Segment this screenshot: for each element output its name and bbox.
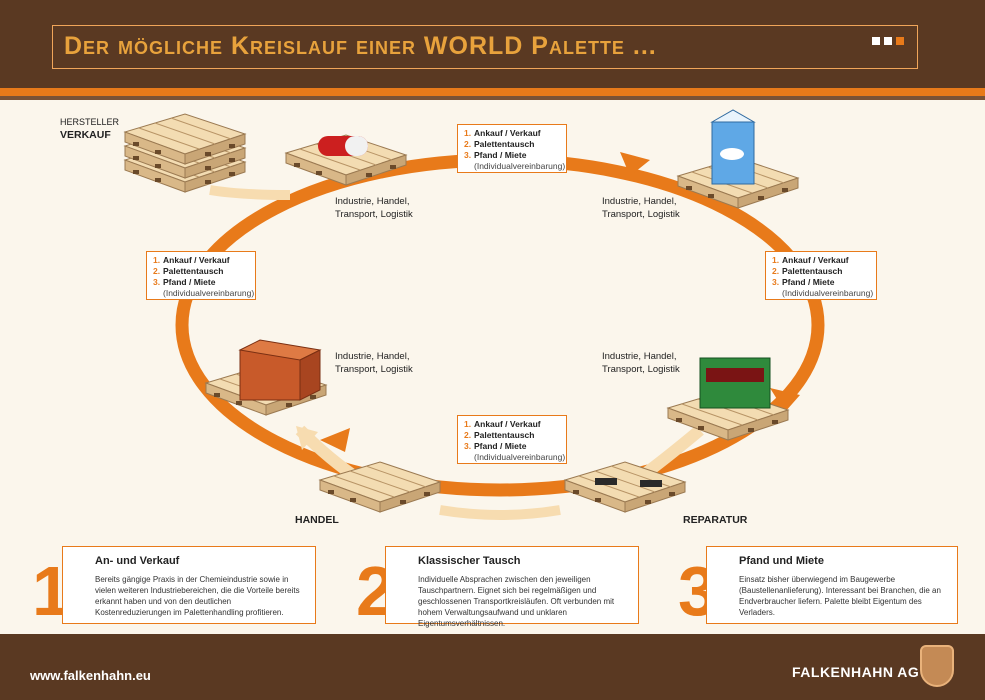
- card-2-title: Klassischer Tausch: [418, 555, 521, 567]
- footer-brand-name: FALKENHAHN AG: [792, 664, 920, 680]
- station-line: Industrie, Handel,: [335, 351, 410, 362]
- cycle-diagram: [124, 109, 825, 520]
- item-number: 2.: [153, 266, 161, 276]
- item-note: (Individualvereinbarung): [474, 161, 566, 171]
- item-label: Pfand / Miete: [163, 277, 216, 287]
- item-note: (Individualvereinbarung): [782, 288, 874, 298]
- item-label: Pfand / Miete: [474, 441, 527, 451]
- item-number: 2.: [772, 266, 780, 276]
- station-line: Industrie, Handel,: [335, 196, 410, 207]
- item-label: Palettentausch: [474, 139, 535, 149]
- item-label: Ankauf / Verkauf: [474, 128, 541, 138]
- card-1-text: Bereits gängige Praxis in der Chemieindu…: [95, 575, 300, 617]
- footer-website-link[interactable]: www.falkenhahn.eu: [30, 668, 151, 683]
- footer-bar: [0, 634, 985, 700]
- header-accent-stripe: [0, 88, 985, 96]
- station-line: Transport, Logistik: [602, 364, 680, 375]
- item-number: 1.: [772, 255, 780, 265]
- card-1-title: An- und Verkauf: [95, 555, 180, 567]
- repair-label: REPARATUR: [683, 514, 748, 526]
- item-label: Palettentausch: [782, 266, 843, 276]
- item-label: Ankauf / Verkauf: [474, 419, 541, 429]
- item-number: 3.: [772, 277, 780, 287]
- item-note: (Individualvereinbarung): [474, 452, 566, 462]
- station-label-bottom-left: Industrie, Handel, Transport, Logistik: [335, 350, 413, 376]
- seller-label-top: HERSTELLER: [60, 117, 120, 127]
- item-number: 1.: [464, 128, 472, 138]
- station-label-bottom-right: Industrie, Handel, Transport, Logistik: [602, 350, 680, 376]
- station-line: Transport, Logistik: [602, 209, 680, 220]
- card-3-text: Einsatz bisher überwiegend im Baugewerbe…: [739, 575, 941, 617]
- item-label: Ankauf / Verkauf: [782, 255, 849, 265]
- item-label: Pfand / Miete: [474, 150, 527, 160]
- pallet-with-bottle-crate: [667, 357, 789, 441]
- header-shadow-stripe: [0, 96, 985, 100]
- station-label-top-right: Industrie, Handel, Transport, Logistik: [602, 195, 680, 221]
- station-line: Transport, Logistik: [335, 364, 413, 375]
- brick-block-side: [299, 349, 321, 401]
- return-arrow-head: [296, 426, 318, 450]
- ring-arrow-head: [320, 428, 350, 452]
- decor-square-2: [884, 37, 892, 45]
- title-frame: [52, 25, 918, 69]
- return-arrow-seller: [209, 185, 291, 200]
- card-3-title: Pfand und Miete: [739, 555, 824, 567]
- bottle-crate: [699, 357, 771, 409]
- station-label-top-left: Industrie, Handel, Transport, Logistik: [335, 195, 413, 221]
- ring-arrow-head: [770, 388, 800, 412]
- item-number: 3.: [464, 441, 472, 451]
- flow-box-top: 1.Ankauf / Verkauf 2.Palettentausch 3.Pf…: [457, 124, 567, 173]
- station-line: Industrie, Handel,: [602, 196, 677, 207]
- card-pfand-und-miete: Pfand und Miete Einsatz bisher überwiege…: [706, 546, 958, 624]
- pallet-repair: [564, 461, 686, 513]
- decor-square-3: [896, 37, 904, 45]
- station-line: Industrie, Handel,: [602, 351, 677, 362]
- item-number: 1.: [464, 419, 472, 429]
- repair-gap-2: [640, 480, 662, 487]
- item-number: 2.: [464, 139, 472, 149]
- item-label: Pfand / Miete: [782, 277, 835, 287]
- repair-gap-1: [595, 478, 617, 485]
- trade-label: HANDEL: [295, 514, 339, 526]
- header-bar: [0, 0, 985, 92]
- flow-box-right: 1.Ankauf / Verkauf 2.Palettentausch 3.Pf…: [765, 251, 877, 300]
- item-label: Palettentausch: [163, 266, 224, 276]
- item-number: 3.: [153, 277, 161, 287]
- return-arrow-repair-trade: [439, 505, 561, 520]
- item-label: Palettentausch: [474, 430, 535, 440]
- page-title: Der mögliche Kreislauf einer WORLD Palet…: [64, 32, 657, 60]
- card-klassischer-tausch: Klassischer Tausch Individuelle Absprach…: [385, 546, 639, 628]
- item-number: 1.: [153, 255, 161, 265]
- ring-arrow-head: [620, 152, 650, 176]
- item-number: 3.: [464, 150, 472, 160]
- item-label: Ankauf / Verkauf: [163, 255, 230, 265]
- item-number: 2.: [464, 430, 472, 440]
- capsule-white: [345, 136, 368, 156]
- item-note: (Individualvereinbarung): [163, 288, 255, 298]
- pallet-with-bricks: [205, 339, 327, 416]
- pallet-stack-seller: [124, 113, 246, 193]
- station-line: Transport, Logistik: [335, 209, 413, 220]
- pallet-with-milk-carton: [677, 109, 799, 209]
- card-an-und-verkauf: An- und Verkauf Bereits gängige Praxis i…: [62, 546, 316, 624]
- card-2-text: Individuelle Absprachen zwischen den jew…: [418, 575, 615, 628]
- cloud-decor: [720, 148, 744, 160]
- crate-label: [706, 368, 764, 382]
- brand-crest-icon: [920, 645, 954, 687]
- flow-box-left: 1.Ankauf / Verkauf 2.Palettentausch 3.Pf…: [146, 251, 256, 300]
- seller-label-bottom: VERKAUF: [60, 129, 111, 141]
- flow-box-bottom: 1.Ankauf / Verkauf 2.Palettentausch 3.Pf…: [457, 415, 567, 464]
- pallet-with-capsule: [285, 134, 407, 186]
- milk-carton-top: [710, 109, 756, 123]
- decor-square-1: [872, 37, 880, 45]
